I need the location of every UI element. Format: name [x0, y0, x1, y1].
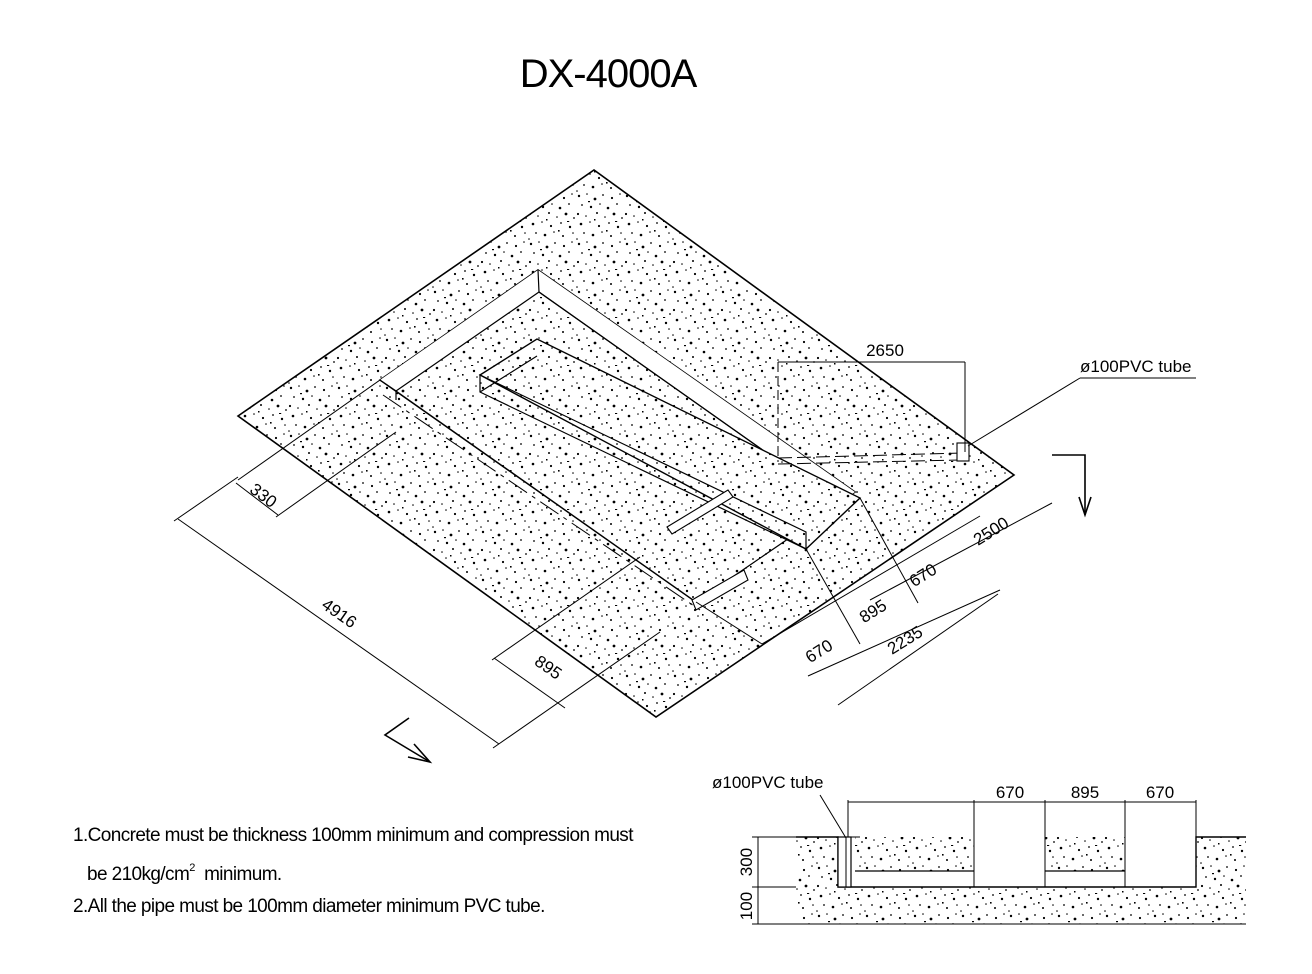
dim-895-left-label: 895: [531, 652, 565, 684]
dim-895-left-ext-a: [491, 556, 641, 661]
section-floor-left: [855, 837, 974, 871]
plate-lower: [691, 569, 749, 611]
section-arrow-lower: [383, 717, 431, 763]
dim-330-line: [235, 482, 279, 516]
section-callout-leader: [819, 794, 847, 839]
dim-670-lower-label: 670: [802, 636, 836, 667]
dim-4916-line: [177, 518, 500, 745]
pipe-line: [777, 452, 965, 459]
notes: 1.Concrete must be thickness 100mm minim…: [73, 820, 633, 923]
dim-895-mid-label: 895: [856, 596, 890, 627]
note-1-cont-pre: be 210kg/cm: [87, 864, 190, 885]
note-1-cont-sup: 2: [189, 862, 195, 874]
dim-right-ext-b: [805, 548, 861, 645]
section-base-slab: [796, 887, 1246, 924]
pit-wall-edges: [379, 379, 397, 400]
section-dim-670-a: 670: [996, 783, 1024, 802]
callout-iso-label: ø100PVC tube: [1080, 357, 1192, 376]
dim-330-ext-b: [275, 431, 397, 518]
note-1-cont: be 210kg/cm2 minimum.: [73, 852, 633, 891]
dim-4916-label: 4916: [318, 595, 360, 632]
plate-upper: [666, 489, 734, 535]
section-dim-895: 895: [1071, 783, 1099, 802]
drawing-title: DX-4000A: [519, 52, 698, 96]
dim-2235-line-b: [837, 593, 999, 706]
dim-895-left-line: [493, 657, 566, 709]
section-floor-mid: [1045, 837, 1125, 871]
section-arrow-upper: [1052, 454, 1086, 515]
dim-right-ext-a: [695, 601, 763, 645]
dim-right-chain: [761, 515, 981, 645]
dim-2235-line: [807, 589, 1001, 677]
note-1-cont-post: minimum.: [194, 864, 282, 885]
dim-4916-ext-b: [492, 631, 661, 749]
dim-330-ext-a: [237, 379, 381, 481]
section-dim-100: 100: [737, 892, 756, 920]
dim-330-label: 330: [246, 479, 280, 511]
section-pipe: [837, 836, 852, 888]
section-ground-left: [796, 837, 838, 887]
note-2: 2.All the pipe must be 100mm diameter mi…: [73, 896, 545, 917]
dim-2500-line: [869, 502, 1053, 601]
section-dim-670-b: 670: [1146, 783, 1174, 802]
centre-line: [382, 394, 701, 611]
dim-right-ext-c: [859, 497, 919, 604]
dim-4916-ext-a: [173, 476, 239, 522]
section-ground-right: [1196, 837, 1246, 887]
note-1: 1.Concrete must be thickness 100mm minim…: [73, 825, 633, 846]
section-callout-label: ø100PVC tube: [712, 773, 824, 792]
dim-2235-label: 2235: [884, 622, 926, 658]
pvc-outlet: [956, 442, 970, 462]
pipe-line-2: [777, 459, 961, 465]
section-arrow-lower-head: [407, 743, 433, 764]
section-dim-300: 300: [737, 848, 756, 876]
section-arrow-upper-head: [1078, 496, 1092, 518]
callout-iso-leader: [967, 377, 1081, 447]
dim-2650-label: 2650: [866, 341, 904, 360]
dim-670-upper-label: 670: [906, 560, 940, 591]
pit-wall-back: [537, 269, 840, 505]
